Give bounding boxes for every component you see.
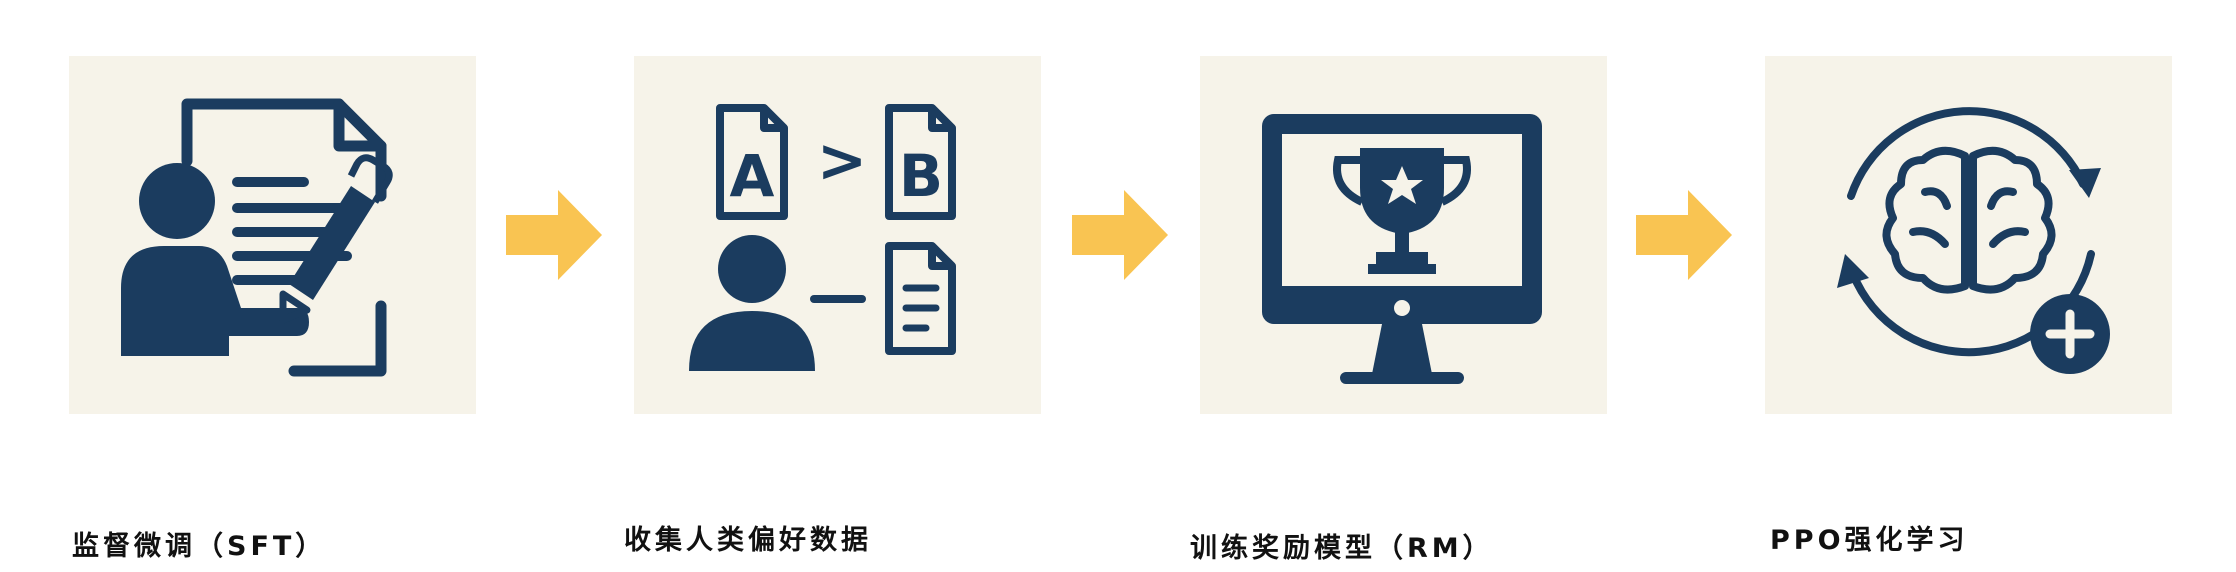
ab-comparison-person-document-icon: A > B bbox=[689, 104, 956, 371]
tile-ppo bbox=[1765, 56, 2172, 414]
step-label-preference: 收集人类偏好数据 bbox=[624, 525, 872, 556]
step-label-reward-model: 训练奖励模型（RM） bbox=[1190, 533, 1494, 564]
tile-sft bbox=[69, 56, 476, 414]
arrow-1 bbox=[506, 190, 602, 280]
monitor-trophy-icon bbox=[1262, 114, 1542, 384]
arrow-2 bbox=[1072, 190, 1168, 280]
tile-preference: A > B bbox=[634, 56, 1041, 414]
comparator-symbol: > bbox=[817, 126, 867, 196]
step-label-ppo: PPO强化学习 bbox=[1770, 525, 1969, 556]
letter-b: B bbox=[899, 142, 943, 210]
letter-a: A bbox=[730, 142, 775, 210]
arrow-3 bbox=[1636, 190, 1732, 280]
brain-cycle-plus-icon bbox=[1837, 107, 2110, 374]
tile-reward-model bbox=[1200, 56, 1607, 414]
document-person-pencil-icon bbox=[121, 98, 393, 377]
step-label-sft: 监督微调（SFT） bbox=[72, 531, 327, 562]
